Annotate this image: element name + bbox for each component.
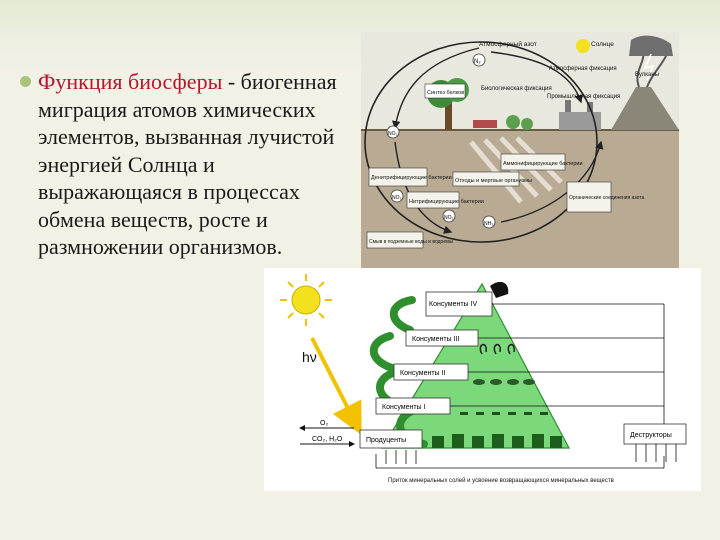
level-consumers-1: Консументы I	[382, 404, 426, 411]
label-atm-fixation: Атмосферная фиксация	[549, 66, 617, 72]
sun-icon	[576, 39, 590, 53]
level-consumers-3: Консументы III	[412, 336, 459, 343]
node-no2-top: NO₂	[388, 131, 398, 137]
label-waste: Отходы и мертвые организмы	[455, 178, 532, 184]
label-caption: Приток минеральных солей и усвоение возв…	[388, 477, 614, 484]
label-nitrifying: Нитрифицирующие бактерии	[409, 199, 484, 205]
nitrogen-cycle-figure: Атмосферный азот Солнце Атмосферная фикс…	[361, 32, 679, 268]
label-organic-nitrogen: Органические соединения азота	[569, 195, 645, 201]
label-ammonifying: Аммонифицирующие бактерии	[503, 161, 583, 167]
label-sun: Солнце	[591, 41, 614, 48]
label-destructors: Деструкторы	[630, 432, 672, 439]
label-co2-h2o: CO₂, H₂O	[312, 436, 343, 443]
bullet-icon	[20, 76, 31, 87]
definition-text: - биогенная миграция атомов химических э…	[38, 69, 337, 259]
level-consumers-4: Консументы IV	[429, 301, 477, 308]
trophic-pyramid-figure: hν Консументы IV Консументы III Консумен…	[264, 268, 701, 491]
label-o2: O₂	[320, 420, 328, 427]
label-atm-nitrogen: Атмосферный азот	[479, 40, 537, 48]
label-protein-synthesis: Синтез белков	[427, 90, 464, 96]
level-consumers-2: Консументы II	[400, 370, 445, 377]
plant-icon	[506, 115, 520, 129]
node-no3: NO₃	[392, 195, 402, 201]
label-denitrifying: Денитрифицирующие бактерии	[371, 175, 452, 181]
label-volcano: Вулканы	[635, 72, 659, 78]
label-industrial-fixation: Промышленная фиксация	[547, 94, 620, 100]
label-bio-fixation: Биологическая фиксация	[481, 86, 552, 92]
node-nh3: NH₃	[484, 221, 493, 227]
main-text: Функция биосферы - биогенная миграция ат…	[38, 68, 338, 261]
node-n2: N₂	[474, 59, 481, 65]
node-no2-bottom: NO₂	[444, 215, 454, 221]
label-hv: hν	[302, 349, 317, 365]
label-groundwater: Смыв в подземные воды и водоемы	[369, 239, 454, 245]
animal-icon	[473, 120, 497, 128]
lead-term: Функция биосферы	[38, 69, 222, 94]
level-producers: Продуценты	[366, 437, 406, 444]
